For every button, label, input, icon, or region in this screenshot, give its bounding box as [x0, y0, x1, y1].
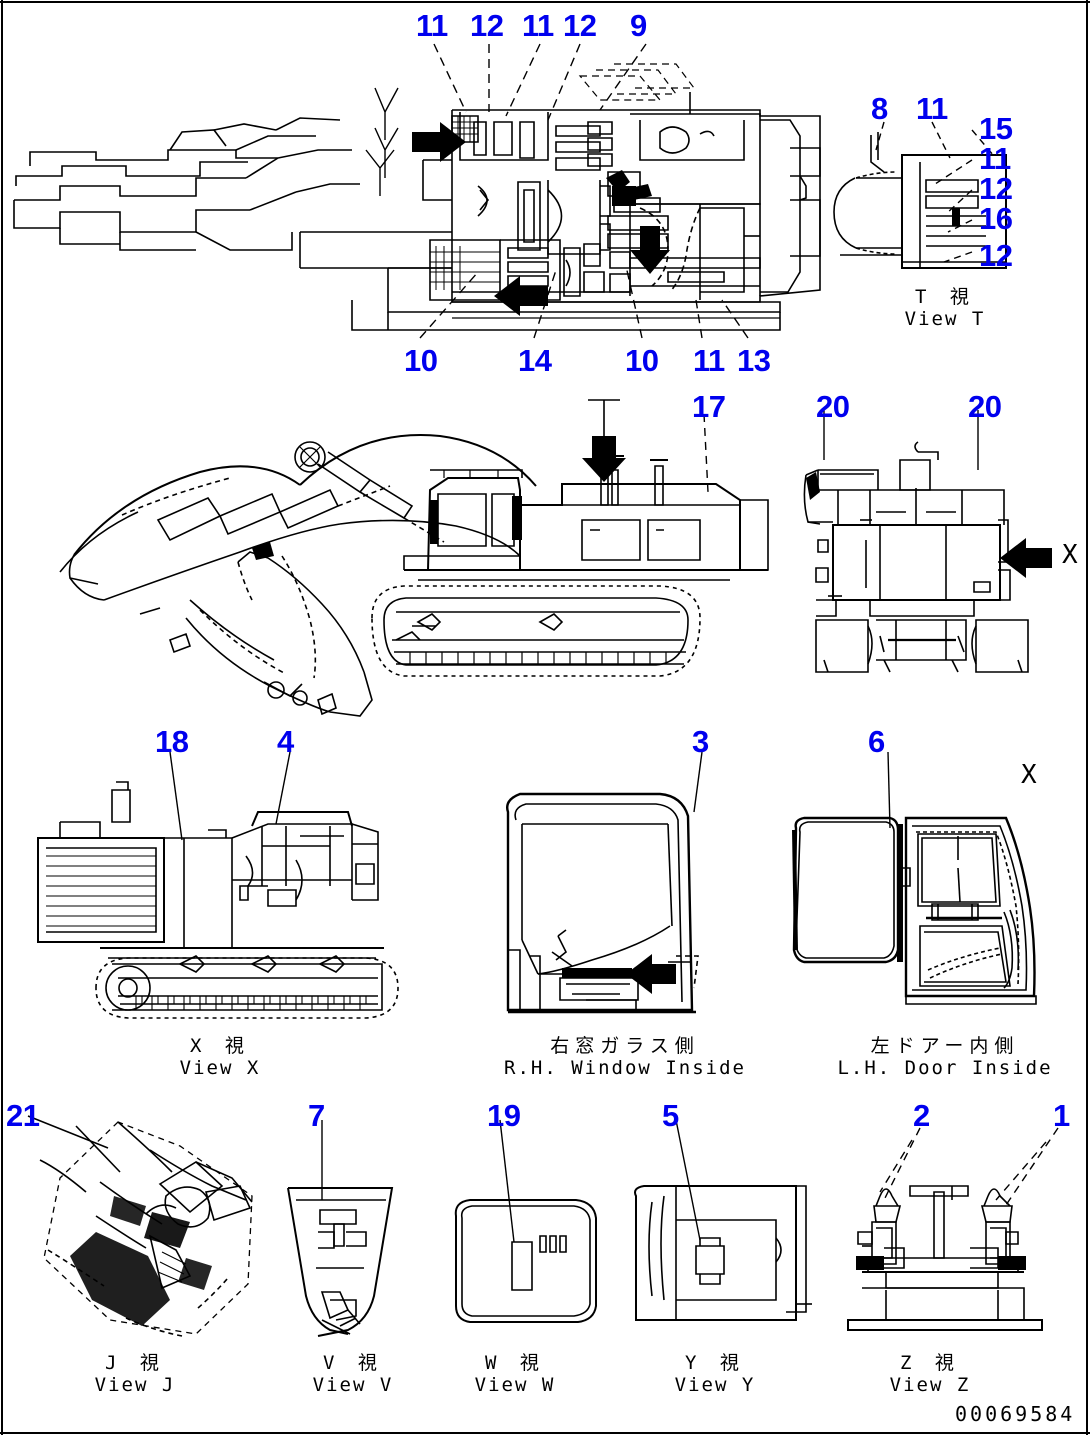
- callout-8: 8: [871, 91, 888, 126]
- callout-19: 19: [487, 1098, 521, 1133]
- view-label-t-en: View T: [904, 308, 986, 330]
- callout-12: 12: [979, 171, 1013, 206]
- view-label-y-jp: Y 視: [685, 1352, 745, 1374]
- callout-1: 1: [1053, 1098, 1070, 1133]
- view-label-z-jp: Z 視: [900, 1352, 960, 1374]
- callout-13: 13: [737, 343, 771, 378]
- callout-5: 5: [662, 1098, 679, 1133]
- view-label-lh-door-jp: 左ドアー内側: [870, 1035, 1020, 1057]
- view-v-drawing: [287, 1120, 394, 1337]
- callout-11: 11: [979, 141, 1011, 176]
- callout-3: 3: [692, 724, 709, 759]
- callout-20: 20: [816, 389, 850, 424]
- side-view-excavator: [59, 399, 769, 717]
- view-label-t-jp: T 視: [915, 286, 975, 308]
- callout-12: 12: [470, 8, 504, 43]
- view-label-t: T 視 View T: [830, 286, 1060, 330]
- view-label-w-en: View W: [474, 1374, 556, 1396]
- callout-11: 11: [916, 91, 948, 126]
- view-y-drawing: [634, 1119, 812, 1321]
- callout-21: 21: [6, 1098, 40, 1133]
- view-label-y: Y 視 View Y: [600, 1352, 830, 1396]
- callout-11: 11: [522, 8, 554, 43]
- direction-arrow: [412, 122, 670, 316]
- view-z-drawing: [847, 1127, 1059, 1331]
- rear-view-machine: [803, 410, 1052, 673]
- callout-7: 7: [308, 1098, 325, 1133]
- view-label-x: X 視 View X: [105, 1035, 335, 1079]
- callout-9: 9: [630, 8, 647, 43]
- callout-20: 20: [968, 389, 1002, 424]
- callout-4: 4: [277, 724, 294, 759]
- view-label-z-en: View Z: [889, 1374, 971, 1396]
- callout-16: 16: [979, 201, 1013, 236]
- callout-14: 14: [518, 343, 552, 378]
- view-label-v: V 視 View V: [238, 1352, 468, 1396]
- view-w-drawing: [454, 1119, 597, 1323]
- callout-2: 2: [913, 1098, 930, 1133]
- view-label-lh-door: 左ドアー内側 L.H. Door Inside: [800, 1035, 1090, 1079]
- rh-window-inside-drawing: [506, 751, 703, 1014]
- callout-12: 12: [563, 8, 597, 43]
- callout-18: 18: [155, 724, 189, 759]
- view-label-w: W 視 View W: [400, 1352, 630, 1396]
- callout-11: 11: [416, 8, 448, 43]
- view-label-x-en: View X: [179, 1057, 261, 1079]
- view-x-drawing: [37, 751, 399, 1019]
- view-label-j: J 視 View J: [20, 1352, 250, 1396]
- view-label-y-en: View Y: [674, 1374, 756, 1396]
- view-label-z: Z 視 View Z: [815, 1352, 1045, 1396]
- view-label-x-jp: X 視: [190, 1035, 250, 1057]
- view-label-lh-door-en: L.H. Door Inside: [837, 1057, 1053, 1079]
- view-label-j-jp: J 視: [105, 1352, 165, 1374]
- callout-17: 17: [692, 389, 726, 424]
- drawing-number: 00069584: [955, 1402, 1076, 1426]
- callout-10: 10: [625, 343, 659, 378]
- view-label-v-en: View V: [312, 1374, 394, 1396]
- view-label-rh-window-jp: 右窓ガラス側: [550, 1035, 700, 1057]
- view-label-j-en: View J: [94, 1374, 176, 1396]
- callout-11: 11: [693, 343, 725, 378]
- lh-door-inside-drawing: [792, 751, 1037, 1005]
- callout-12: 12: [979, 238, 1013, 273]
- view-label-v-jp: V 視: [323, 1352, 383, 1374]
- view-label-rh-window-en: R.H. Window Inside: [504, 1057, 746, 1079]
- callout-15: 15: [979, 111, 1013, 146]
- view-t-drawing: [833, 121, 1007, 269]
- view-direction-mark-x-door: X: [1021, 760, 1037, 790]
- view-label-w-jp: W 視: [485, 1352, 545, 1374]
- callout-10: 10: [404, 343, 438, 378]
- view-j-drawing: [27, 1115, 253, 1337]
- callout-6: 6: [868, 724, 885, 759]
- top-view-cab-plan: [13, 43, 821, 339]
- view-label-rh-window: 右窓ガラス側 R.H. Window Inside: [480, 1035, 770, 1079]
- view-direction-mark-x-rear: X: [1062, 540, 1078, 570]
